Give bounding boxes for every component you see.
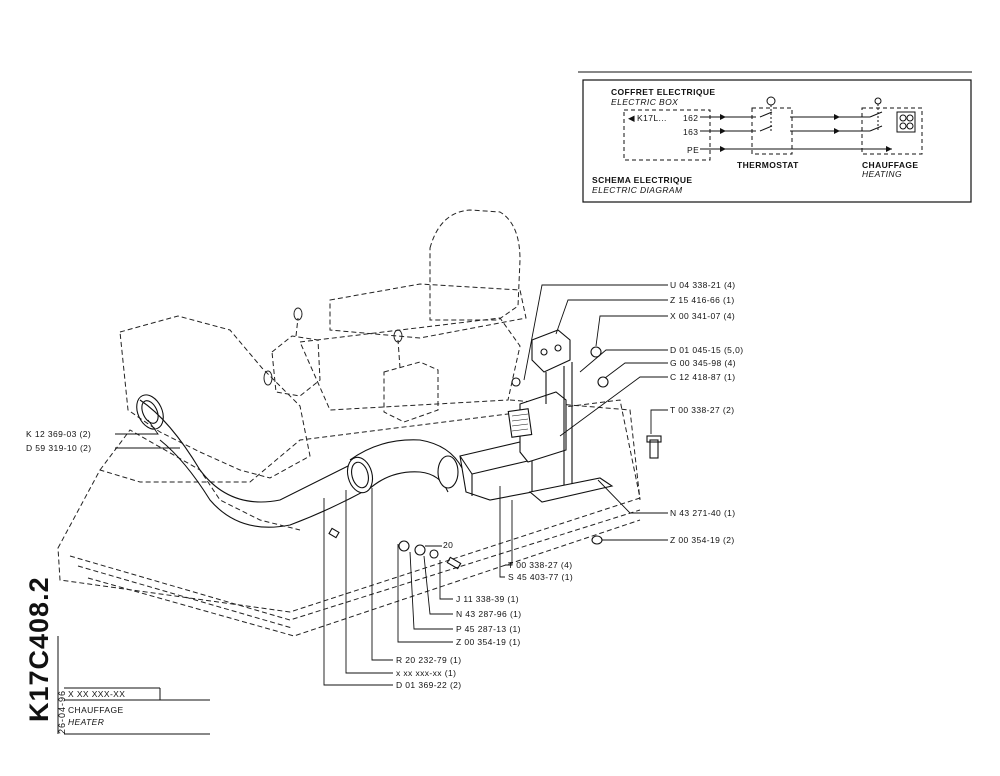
diagram-title-en: ELECTRIC DIAGRAM xyxy=(592,185,683,195)
part-label: T 00 338-27 (2) xyxy=(670,405,734,415)
schematic-wires xyxy=(700,116,892,150)
seat-back-outline xyxy=(429,209,521,321)
part-label: P 45 287-13 (1) xyxy=(456,624,521,634)
document-code: K17C408.2 xyxy=(24,576,54,722)
part-label: C 12 418-87 (1) xyxy=(670,372,736,382)
part-label: Z 00 354-19 (2) xyxy=(670,535,735,545)
part-label: Z 15 416-66 (1) xyxy=(670,295,735,305)
thermostat-switch xyxy=(759,96,776,132)
schematic-frame xyxy=(582,79,972,203)
heater-symbol xyxy=(869,97,916,133)
wire-162-label: 162 xyxy=(683,113,698,123)
machine-outline xyxy=(57,209,641,637)
clip-z00354 xyxy=(591,535,603,545)
part-label: D 01 369-22 (2) xyxy=(396,680,462,690)
title-block: K17C408.2 26-04-96 X XX XXX-XX CHAUFFAGE… xyxy=(24,576,210,735)
duct-lower-edge xyxy=(159,439,371,528)
nut-x00341 xyxy=(590,346,602,358)
electric-box-title-en: ELECTRIC BOX xyxy=(611,97,678,107)
joystick-knobs xyxy=(263,307,403,386)
part-label: R 20 232-79 (1) xyxy=(396,655,462,665)
part-label: S 45 403-77 (1) xyxy=(508,572,573,582)
part-label: N 43 287-96 (1) xyxy=(456,609,522,619)
part-label: D 01 045-15 (5,0) xyxy=(670,345,743,355)
part-label: K 12 369-03 (2) xyxy=(26,429,91,439)
part-label: Z 00 354-19 (1) xyxy=(456,637,521,647)
part-label: T 00 338-27 (4) xyxy=(508,560,572,570)
mounting-plate xyxy=(528,477,614,503)
callout-20: 20 xyxy=(443,540,453,550)
part-label: N 43 271-40 (1) xyxy=(670,508,736,518)
reference-number: X XX XXX-XX xyxy=(68,689,125,699)
elbow-clamp xyxy=(437,455,459,489)
thermostat-label: THERMOSTAT xyxy=(737,160,799,170)
part-label: D 59 319-10 (2) xyxy=(26,443,92,453)
duct-inlet xyxy=(136,394,164,430)
elbow-top xyxy=(349,439,463,469)
terminal-symbol: ◀ xyxy=(628,113,635,123)
wire-163-label: 163 xyxy=(683,127,698,137)
part-label: J 11 338-39 (1) xyxy=(456,594,519,604)
thermostat-outline xyxy=(751,107,793,155)
part-label: x xx xxx-xx (1) xyxy=(396,668,456,678)
duct-clamp xyxy=(346,456,374,494)
title-fr: CHAUFFAGE xyxy=(68,705,124,715)
heater-assembly xyxy=(136,329,662,570)
diagram-title: SCHEMA ELECTRIQUE xyxy=(592,175,692,185)
part-label: U 04 338-21 (4) xyxy=(670,280,736,290)
duct-upper-edge xyxy=(139,399,361,503)
bolt-t00338 xyxy=(649,439,659,459)
title-en: HEATER xyxy=(68,717,104,727)
part-labels: U 04 338-21 (4) Z 15 416-66 (1) X 00 341… xyxy=(26,280,743,690)
seat-cushion-outline xyxy=(299,317,521,411)
electric-box-outline xyxy=(623,109,711,161)
heating-outline xyxy=(861,107,923,155)
leader-lines xyxy=(115,284,668,686)
wire-arrows xyxy=(720,114,892,152)
terminal-ref: K17L... xyxy=(637,113,667,123)
control-box-grille xyxy=(507,408,533,438)
thermostat-unit xyxy=(531,329,571,373)
electric-box-title: COFFRET ELECTRIQUE xyxy=(611,87,715,97)
bolt-j11338 xyxy=(446,556,462,570)
cab-floor-outline xyxy=(57,399,641,613)
part-label: X 00 341-07 (4) xyxy=(670,311,735,321)
electric-schematic: COFFRET ELECTRIQUE ELECTRIC BOX ◀ K17L..… xyxy=(578,71,972,203)
spacer-p45287 xyxy=(398,540,410,552)
wire-pe-label: PE xyxy=(687,145,699,155)
left-console-outline xyxy=(119,315,311,479)
grille-lines xyxy=(511,413,529,432)
document-date: 26-04-96 xyxy=(57,690,67,734)
control-box xyxy=(519,391,567,463)
heating-label-en: HEATING xyxy=(862,169,902,179)
part-label: G 00 345-98 (4) xyxy=(670,358,736,368)
heating-label-fr: CHAUFFAGE xyxy=(862,160,919,170)
